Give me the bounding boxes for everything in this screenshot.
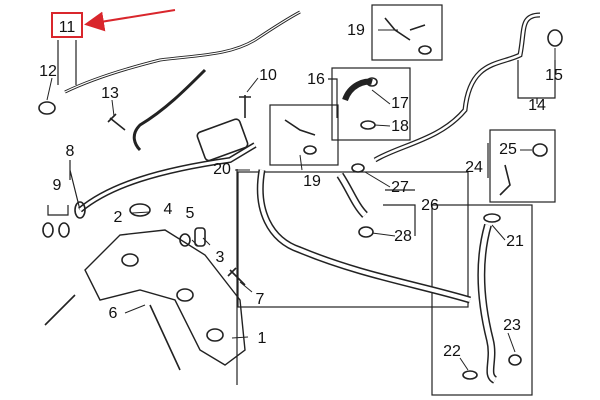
callout-19-mid: 19 [303,173,321,190]
part-2-cap [129,203,151,217]
part-6-rod [44,294,181,371]
callout-26: 26 [421,197,439,214]
callout-11: 11 [59,19,76,36]
part-7-bolt [227,267,246,286]
part-17-hose [342,78,373,102]
callout-14: 14 [528,97,546,114]
callout-22: 22 [443,343,461,360]
callout-3: 3 [216,249,225,266]
inset-box-24 [489,129,556,203]
inset-box-16 [331,67,411,141]
parts [38,10,563,384]
inset-box-19-top [371,4,443,61]
leader-lines [47,40,556,385]
callout-23: 23 [503,317,521,334]
callout-2: 2 [114,209,123,226]
callout-9: 9 [53,177,62,194]
inset-boxes [237,4,556,396]
callout-labels: 11 12 13 10 19 16 17 18 15 14 8 9 2 4 5 … [39,19,563,360]
callout-13: 13 [101,85,119,102]
callout-12: 12 [39,63,57,80]
callout-4: 4 [164,201,173,218]
callout-21: 21 [506,233,524,250]
highlight-box-11 [51,12,83,38]
part-15-oring [547,29,563,47]
part-20-hose [256,169,472,304]
callout-27: 27 [391,179,409,196]
part-13-bolt [107,113,126,131]
callout-1: 1 [258,330,267,347]
part-14-pipe [373,12,541,163]
part-10-bolt [239,95,251,118]
callout-16: 16 [307,71,325,88]
highlight-arrow [84,9,176,32]
callout-8: 8 [66,143,75,160]
callout-6: 6 [109,305,118,322]
inset-box-21 [431,204,533,396]
part-1-housing [84,229,246,366]
callout-7: 7 [256,291,265,308]
callout-15: 15 [545,67,563,84]
callout-17: 17 [391,95,409,112]
callout-20: 20 [213,161,231,178]
callout-24: 24 [465,159,483,176]
inset-box-20 [237,171,469,308]
callout-28: 28 [394,228,412,245]
part-12-oring [38,101,56,115]
inset-box-19-mid [269,104,339,166]
callout-5: 5 [186,205,195,222]
label-leaders [46,29,556,371]
callout-10: 10 [259,67,277,84]
callout-25: 25 [499,141,517,158]
callout-19-top: 19 [347,22,365,39]
callout-18: 18 [391,118,409,135]
